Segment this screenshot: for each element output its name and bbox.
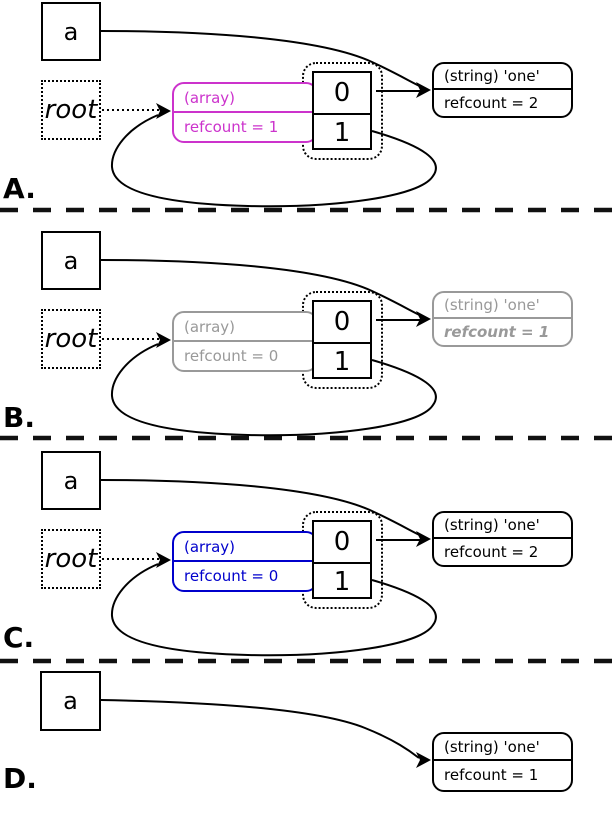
- variable-box-a: a: [41, 451, 101, 510]
- string-box: (string) 'one' refcount = 2: [432, 511, 573, 567]
- string-refcount-label: refcount = 2: [444, 543, 539, 561]
- cells-box: 0 1: [312, 71, 372, 150]
- string-type-label: (string) 'one': [434, 64, 571, 90]
- root-box: root: [41, 309, 101, 369]
- root-label: root: [44, 544, 98, 574]
- cell-0: 0: [314, 73, 370, 115]
- string-refcount-label: refcount = 1: [444, 323, 550, 341]
- string-refcount-label: refcount = 2: [444, 94, 539, 112]
- array-refcount-label: refcount = 0: [184, 567, 279, 585]
- string-box: (string) 'one' refcount = 2: [432, 62, 573, 118]
- root-box: root: [41, 529, 101, 589]
- arrowhead-string: [416, 311, 431, 327]
- variable-label: a: [63, 246, 79, 275]
- panel-a: a root (array) refcount = 1 0 1 (string)…: [0, 0, 614, 212]
- arrowhead-string: [416, 82, 431, 98]
- variable-label: a: [63, 466, 79, 495]
- panel-label-b: B.: [3, 401, 35, 434]
- string-box: (string) 'one' refcount = 1: [432, 732, 573, 792]
- cell-1: 1: [333, 566, 351, 597]
- cell-1: 1: [333, 117, 351, 148]
- array-refcount-label: refcount = 1: [184, 118, 279, 136]
- variable-box-a: a: [41, 2, 101, 61]
- panel-label-d: D.: [3, 762, 37, 795]
- cell-1: 1: [333, 346, 351, 377]
- root-box: root: [41, 80, 101, 140]
- root-label: root: [44, 95, 98, 125]
- panel-c: a root (array) refcount = 0 0 1 (string)…: [0, 449, 614, 661]
- panel-d: a (string) 'one' refcount = 1 D.: [0, 660, 614, 814]
- cell-0: 0: [314, 302, 370, 344]
- arrowhead-array: [156, 552, 171, 568]
- root-label: root: [44, 324, 98, 354]
- array-refcount-label: refcount = 0: [184, 347, 279, 365]
- cells-box: 0 1: [312, 520, 372, 599]
- panel-label-c: C.: [3, 621, 35, 654]
- panel-b: a root (array) refcount = 0 0 1 (string)…: [0, 229, 614, 441]
- arrowhead-array: [156, 103, 171, 119]
- string-box: (string) 'one' refcount = 1: [432, 291, 573, 347]
- array-box: (array) refcount = 0: [172, 531, 318, 592]
- array-box: (array) refcount = 1: [172, 82, 318, 143]
- array-type-label: (array): [174, 533, 316, 562]
- variable-box-a: a: [41, 231, 101, 290]
- arrowhead-string: [416, 531, 431, 547]
- string-type-label: (string) 'one': [434, 513, 571, 539]
- arrowhead-array: [156, 332, 171, 348]
- array-box: (array) refcount = 0: [172, 311, 318, 372]
- string-type-label: (string) 'one': [434, 734, 571, 761]
- arrowhead-string: [416, 752, 431, 768]
- cell-0: 0: [314, 522, 370, 564]
- string-refcount-label: refcount = 1: [444, 766, 539, 784]
- array-type-label: (array): [174, 84, 316, 113]
- array-type-label: (array): [174, 313, 316, 342]
- arrow-var-to-string: [100, 699, 420, 759]
- variable-label: a: [63, 687, 78, 715]
- string-type-label: (string) 'one': [434, 293, 571, 319]
- variable-label: a: [63, 17, 79, 46]
- variable-box-a: a: [40, 671, 101, 731]
- panel-label-a: A.: [3, 172, 36, 205]
- cells-box: 0 1: [312, 300, 372, 379]
